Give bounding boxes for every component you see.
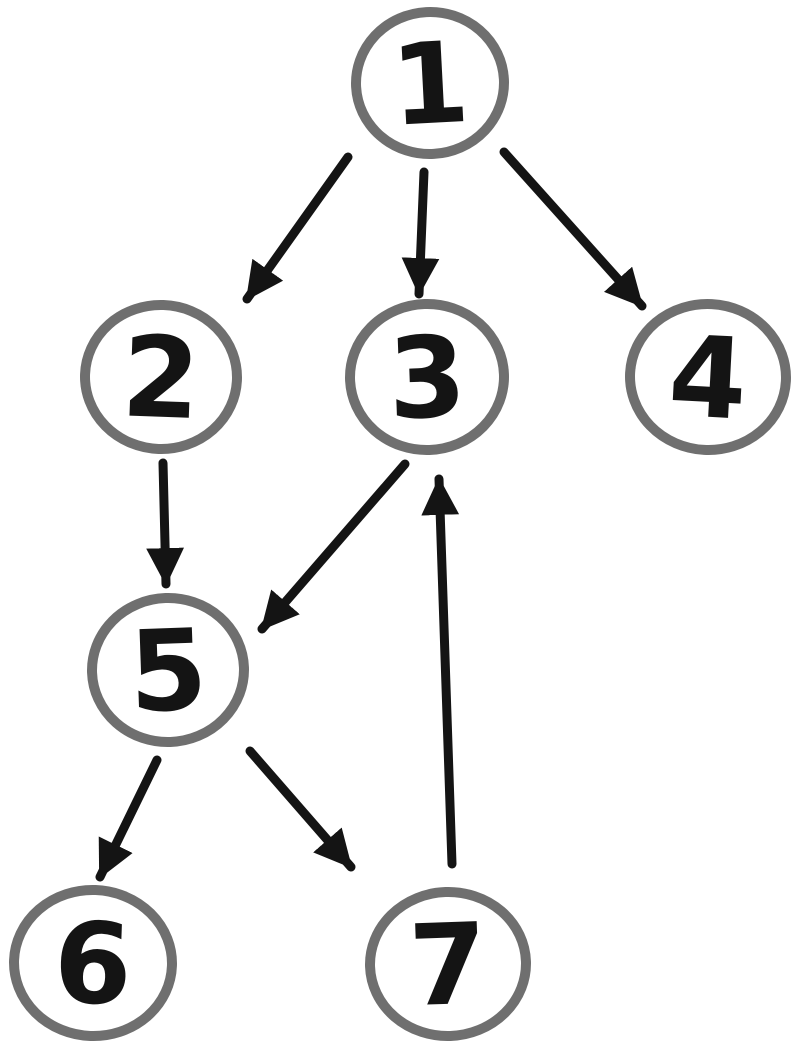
edge-3-to-5: [257, 459, 410, 634]
node-circle-5: [87, 592, 249, 748]
graph-node-3: 3: [345, 298, 509, 456]
edge-5-to-6: [95, 755, 162, 882]
node-label-1: 1: [388, 18, 473, 152]
node-label-5: 5: [127, 605, 209, 738]
node-label-6: 6: [52, 898, 134, 1031]
edge-2-to-5: [146, 458, 185, 589]
edge-7-to-3: [421, 474, 460, 869]
graph-node-6: 6: [9, 884, 177, 1042]
edge-5-to-7: [245, 746, 356, 872]
edge-1-to-4: [499, 147, 647, 311]
node-label-4: 4: [666, 312, 751, 446]
node-circle-2: [80, 299, 242, 455]
graph-node-7: 7: [365, 886, 531, 1042]
graph-node-2: 2: [80, 299, 242, 455]
graph-node-4: 4: [625, 298, 791, 456]
edge-1-to-3: [401, 167, 440, 299]
graph-node-5: 5: [87, 592, 249, 748]
node-circle-7: [365, 886, 531, 1042]
node-label-2: 2: [120, 312, 202, 445]
node-label-3: 3: [386, 312, 468, 445]
graph-node-1: 1: [351, 6, 509, 160]
node-label-7: 7: [407, 899, 489, 1032]
node-circle-3: [345, 298, 509, 456]
node-circle-6: [9, 884, 177, 1042]
node-circle-4: [625, 298, 791, 456]
edge-1-to-2: [242, 152, 353, 304]
node-circle-1: [351, 6, 509, 160]
